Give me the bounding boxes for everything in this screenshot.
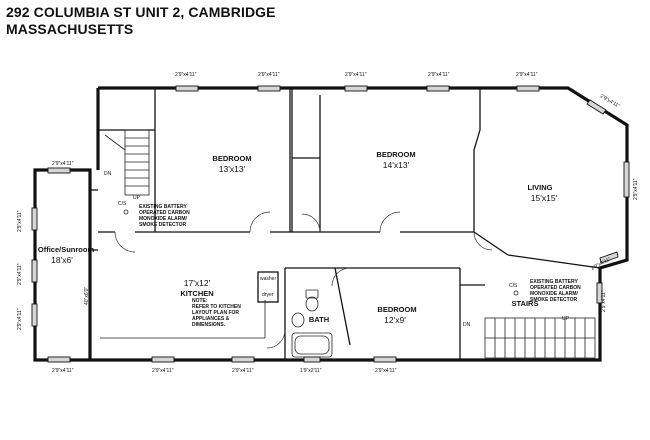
window-dimension: 2'9"x4'11" — [52, 161, 74, 167]
plan-title: 292 COLUMBIA ST UNIT 2, CAMBRIDGE MASSAC… — [6, 4, 276, 38]
office-size: 18'x6' — [51, 255, 73, 265]
cs-label: C/S — [509, 283, 518, 289]
stairs-name: STAIRS — [512, 299, 539, 308]
cs-label: C/S — [118, 201, 127, 207]
left-stair — [104, 129, 150, 196]
annotations: DN UP C/S EXISTING BATTERY OPERATED CARB… — [84, 171, 581, 328]
outer-walls — [33, 86, 629, 362]
window — [151, 356, 175, 363]
kitchen-name: KITCHEN — [180, 289, 213, 298]
window-dimension: 2'9"x4'11" — [52, 368, 74, 374]
window — [303, 356, 321, 363]
kitchen-note-line: REFER TO KITCHEN — [192, 304, 241, 310]
window-dimension: 2'9"x4'11" — [375, 368, 397, 374]
window-dimension: 2'9"x4'11" — [152, 368, 174, 374]
right-stair — [484, 317, 596, 359]
bedroom-2-size: 14'x13' — [383, 160, 410, 170]
window-dimension: 2'9"x4'11" — [17, 263, 23, 285]
window — [47, 167, 71, 174]
living-name: LIVING — [527, 183, 552, 192]
kitchen-width-dimension: 40"x6'0" — [84, 287, 90, 305]
window — [344, 85, 368, 92]
window — [31, 259, 38, 283]
detector-note-line: MONOXIDE ALARM/ — [530, 291, 578, 297]
window-dimension: 2'9"x4'11" — [258, 72, 280, 78]
detector-note-line: MONOXIDE ALARM/ — [139, 216, 187, 222]
bath-name: BATH — [309, 315, 329, 324]
living-size: 15'x15' — [531, 193, 558, 203]
window — [623, 161, 630, 198]
window-dimension: 2'9"x4'11" — [601, 290, 607, 312]
bath-fixtures — [291, 289, 333, 358]
detector-note-line: EXISTING BATTERY — [139, 204, 187, 210]
window — [257, 85, 281, 92]
detector-note-line: EXISTING BATTERY — [530, 279, 578, 285]
window-dimension: 2'9"x4'11" — [175, 72, 197, 78]
detector-note-line: OPERATED CARBON — [139, 210, 190, 216]
window — [47, 356, 71, 363]
bedroom-3-size: 12'x9' — [384, 315, 406, 325]
bedroom-1-size: 13'x13' — [219, 164, 246, 174]
detector-note-line: SMOKE DETECTOR — [530, 297, 578, 303]
kitchen-note-line: DIMENSIONS. — [192, 322, 226, 328]
window — [31, 207, 38, 231]
window — [31, 303, 38, 327]
window — [231, 356, 255, 363]
bedroom-2-name: BEDROOM — [376, 150, 415, 159]
window-dimension: 2'9"x4'11" — [345, 72, 367, 78]
window — [373, 356, 397, 363]
room-labels: BEDROOM 13'x13' BEDROOM 14'x13' LIVING 1… — [38, 150, 558, 325]
doors — [114, 211, 493, 349]
title-line-2: MASSACHUSETTS — [6, 21, 134, 37]
down-label: DN — [104, 171, 112, 177]
up-label: UP — [133, 195, 141, 201]
bedroom-3-name: BEDROOM — [377, 305, 416, 314]
down-label: DN — [463, 322, 471, 328]
window-dimension-bath: 1'9"x2'11" — [300, 368, 322, 374]
detector-icon — [513, 290, 519, 296]
up-label: UP — [562, 316, 570, 322]
detector-note-line: OPERATED CARBON — [530, 285, 581, 291]
kitchen-note-line: LAYOUT PLAN FOR — [192, 310, 239, 316]
kitchen-note-line: APPLIANCES & — [192, 316, 230, 322]
window — [596, 282, 603, 304]
interior-walls — [90, 88, 601, 360]
window — [599, 251, 619, 264]
office-name: Office/Sunroom — [38, 245, 95, 254]
washer-label: washer — [260, 276, 276, 282]
kitchen-size: 17'x12' — [184, 278, 211, 288]
detector-note-line: SMOKE DETECTOR — [139, 222, 187, 228]
window-dimension: 2'9"x4'11" — [232, 368, 254, 374]
windows — [31, 85, 630, 363]
window-dimension: 2'9"x4'11" — [17, 308, 23, 330]
window — [516, 85, 540, 92]
bedroom-1-name: BEDROOM — [212, 154, 251, 163]
window-dimension: 2'9"x4'11" — [428, 72, 450, 78]
window-dimension: 2'9"x4'11" — [17, 210, 23, 232]
window-dimensions: 2'9"x4'11" 2'9"x4'11" 2'9"x4'11" 2'9"x4'… — [17, 72, 639, 374]
window-dimension: 2'9"x4'11" — [516, 72, 538, 78]
window — [426, 85, 450, 92]
title-line-1: 292 COLUMBIA ST UNIT 2, CAMBRIDGE — [6, 4, 276, 20]
kitchen-note-line: NOTE: — [192, 298, 208, 304]
window — [586, 99, 607, 115]
window-dimension: 2'9"x4'11" — [633, 178, 639, 200]
window — [175, 85, 199, 92]
detector-icon — [123, 209, 129, 215]
dryer-label: dryer — [262, 292, 274, 298]
